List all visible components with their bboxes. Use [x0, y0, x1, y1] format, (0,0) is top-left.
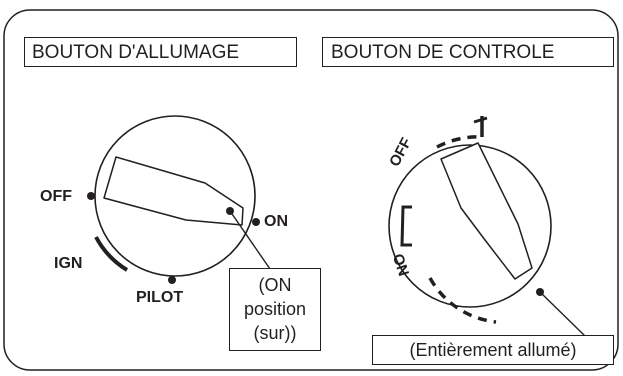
- on-position-label: ON: [264, 213, 288, 230]
- control-high-range-arc: [436, 135, 482, 149]
- on-position-callout-line-2: position: [243, 299, 307, 319]
- control-low-range-arc: [428, 277, 497, 324]
- control-knob-pointer: [440, 142, 533, 280]
- control-knob-title: BOUTON DE CONTROLE: [322, 37, 614, 67]
- ignition-knob-title: BOUTON D'ALLUMAGE: [24, 37, 297, 67]
- on-position-callout-line-1: (ON: [258, 275, 292, 295]
- off-position-label: OFF: [40, 188, 72, 205]
- ignition-knob: [94, 115, 271, 277]
- ignition-callout-leader: [229, 210, 271, 270]
- control-knob: [388, 142, 586, 337]
- pilot-position-label: PILOT: [136, 289, 184, 306]
- on-position-callout: (ON position (sur)): [229, 268, 321, 351]
- pilot-position-dot: [168, 276, 176, 284]
- off-position-dot: [87, 192, 95, 200]
- on-position-dot: [252, 218, 260, 226]
- off-on-bracket: [400, 205, 412, 247]
- on-position-callout-line-3: (sur)): [253, 323, 297, 343]
- outer-frame: [3, 9, 619, 371]
- fully-on-callout: (Entièrement allumé): [372, 335, 614, 365]
- max-mark-top: [473, 116, 488, 124]
- ign-range-arc: [94, 236, 129, 272]
- ign-position-label: IGN: [54, 255, 83, 272]
- ignition-knob-pointer: [103, 156, 244, 226]
- control-callout-leader: [539, 291, 586, 337]
